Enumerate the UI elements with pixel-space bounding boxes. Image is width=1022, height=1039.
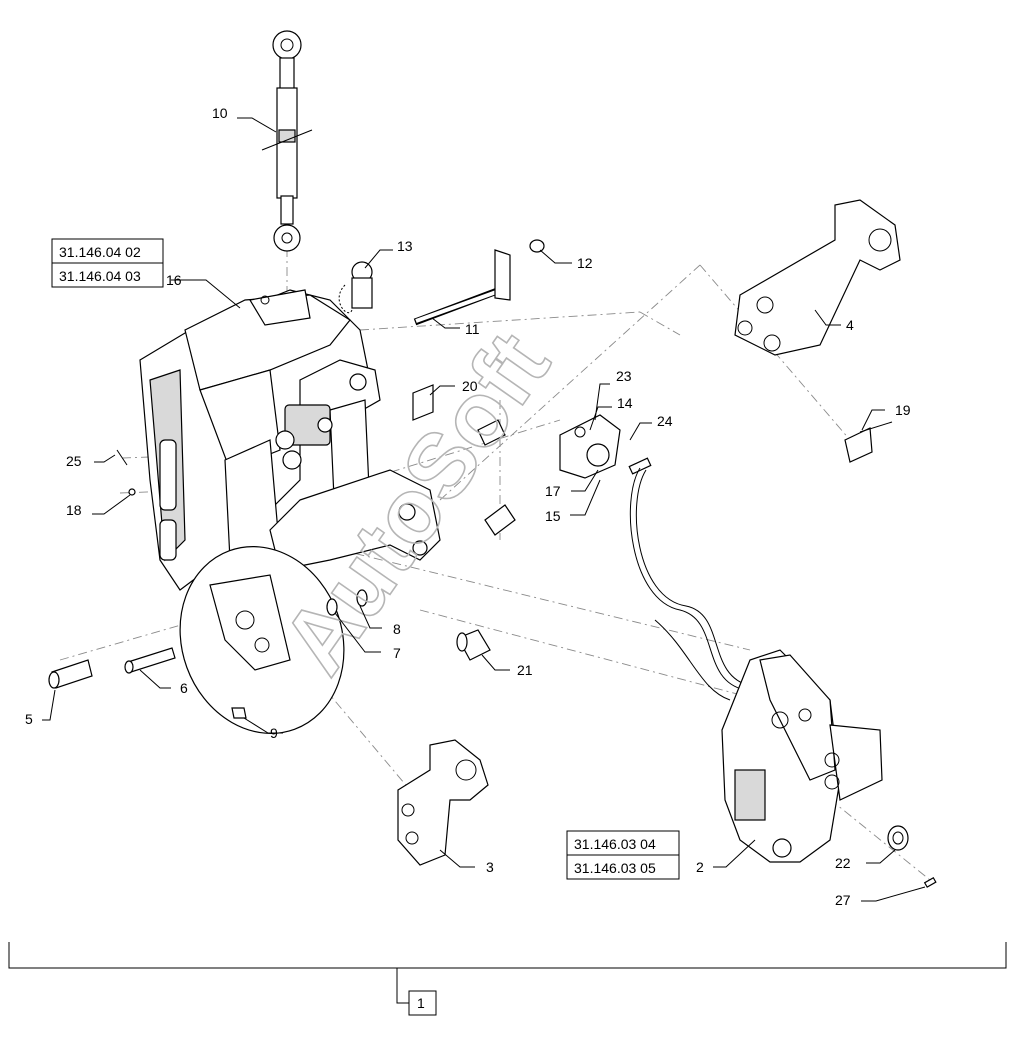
plug-part-21 [456, 629, 491, 661]
valve-part-14 [559, 414, 621, 479]
callout-22: 22 [835, 855, 851, 871]
plug-part-15 [477, 419, 506, 446]
callout-23: 23 [616, 368, 632, 384]
callout-21: 21 [517, 662, 533, 678]
clip-part-8 [356, 589, 368, 607]
callout-labels: 10 13 12 16 11 4 23 20 14 19 24 25 17 18… [25, 105, 911, 908]
callout-24: 24 [657, 413, 673, 429]
screw-part-18 [128, 488, 136, 496]
callout-18: 18 [66, 502, 82, 518]
hitch-frame-part-16 [139, 289, 441, 734]
callout-10: 10 [212, 105, 228, 121]
callout-8: 8 [393, 621, 401, 637]
callout-4: 4 [846, 317, 854, 333]
callout-25: 25 [66, 453, 82, 469]
bolt-part-25 [116, 449, 128, 466]
assembly-bracket: 1 [8, 942, 1007, 1016]
callout-9: 9 [270, 725, 278, 741]
bracket-part-3 [397, 739, 489, 866]
leader-lines [42, 117, 926, 902]
callout-16: 16 [166, 272, 182, 288]
cap-part-22 [887, 825, 909, 851]
reference-box-lower: 31.146.03 04 31.146.03 05 [566, 830, 680, 880]
callout-2: 2 [696, 859, 704, 875]
callout-19: 19 [895, 402, 911, 418]
pin-part-11 [413, 249, 511, 326]
lynch-pin-part-13 [338, 261, 373, 313]
callout-15: 15 [545, 508, 561, 524]
callout-12: 12 [577, 255, 593, 271]
bracket-part-4 [734, 199, 901, 356]
callout-17: 17 [545, 483, 561, 499]
callout-14: 14 [617, 395, 633, 411]
pin-part-9 [231, 707, 247, 719]
pin-part-5 [48, 659, 93, 689]
callout-7: 7 [393, 645, 401, 661]
top-link-part-10 [261, 30, 313, 252]
assembly-number: 1 [417, 995, 425, 1011]
callout-13: 13 [397, 238, 413, 254]
callout-5: 5 [25, 711, 33, 727]
callout-3: 3 [486, 859, 494, 875]
reference-text-upper-1: 31.146.04 02 [59, 244, 141, 260]
callout-6: 6 [180, 680, 188, 696]
label-part-20 [412, 384, 434, 421]
reference-text-lower-2: 31.146.03 05 [574, 860, 656, 876]
pin-part-6 [124, 647, 176, 674]
reference-text-upper-2: 31.146.04 03 [59, 268, 141, 284]
callout-27: 27 [835, 892, 851, 908]
washer-part-12 [529, 239, 545, 253]
housing-part-2 [721, 649, 883, 863]
callout-20: 20 [462, 378, 478, 394]
reference-box-upper: 31.146.04 02 31.146.04 03 [51, 238, 164, 288]
screw-part-27 [923, 876, 937, 888]
callout-11: 11 [465, 321, 480, 337]
switch-part-19 [844, 421, 893, 463]
fitting-part-24 [628, 457, 652, 475]
reference-text-lower-1: 31.146.03 04 [574, 836, 656, 852]
washer-part-7 [326, 598, 338, 616]
plug-part-17 [484, 504, 516, 536]
